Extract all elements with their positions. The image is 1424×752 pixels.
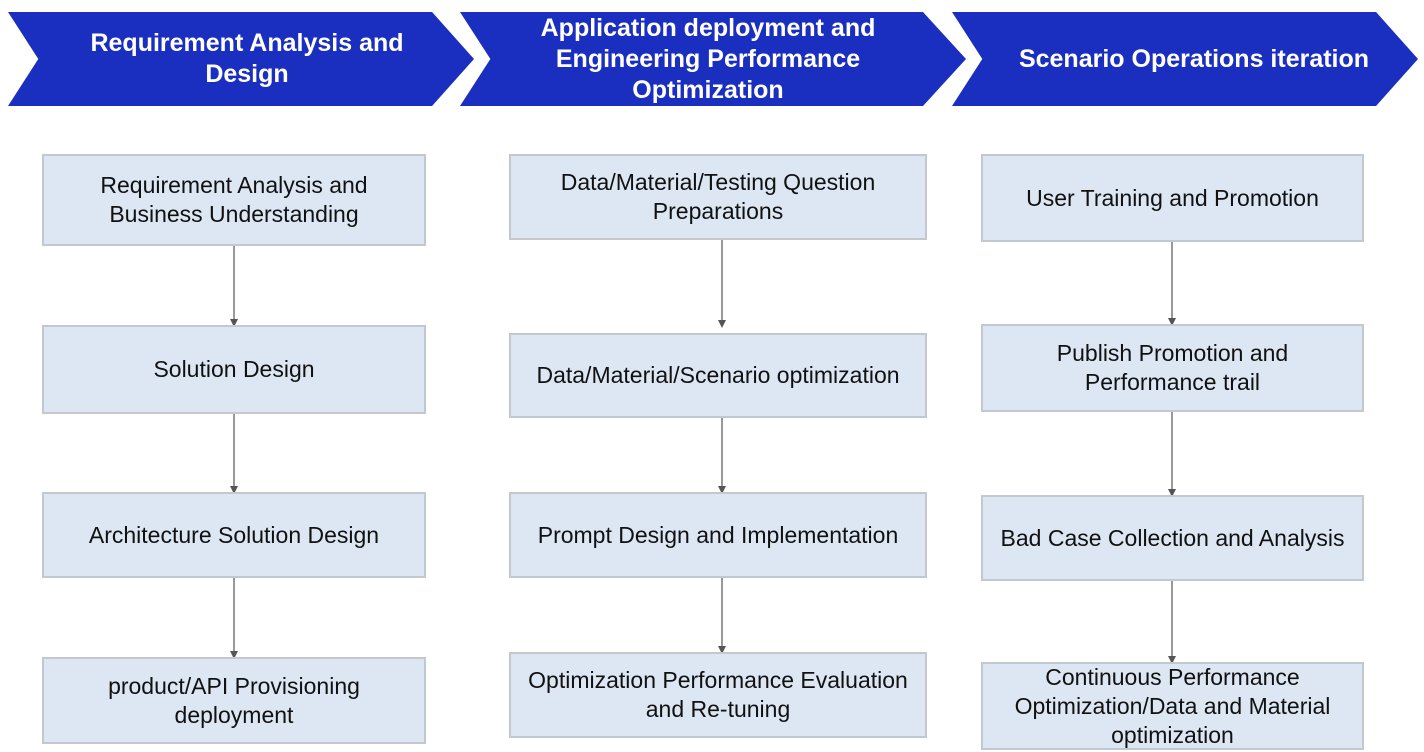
phase-chevron-application-deployment: Application deployment and Engineering P… (460, 12, 966, 106)
step-label: User Training and Promotion (1026, 184, 1319, 211)
step-label: Publish Promotion and Performance trail (1056, 340, 1289, 395)
step-box: User Training and Promotion (981, 154, 1364, 242)
phase-title: Application deployment and Engineering P… (540, 13, 876, 104)
step-label: Prompt Design and Implementation (537, 521, 899, 548)
step-label: Continuous Performance Optimization/Data… (1014, 663, 1331, 748)
step-label: Data/Material/Scenario optimization (536, 362, 900, 388)
step-label: product/API Provisioning deployment (108, 672, 360, 728)
phase-chevron-requirement-analysis: Requirement Analysis and Design (8, 12, 474, 106)
phase-chevron-scenario-operations: Scenario Operations iteration (952, 12, 1418, 106)
step-box: Data/Material/Testing Question Preparati… (509, 154, 927, 240)
step-box: Publish Promotion and Performance trail (981, 324, 1364, 412)
step-box: Prompt Design and Implementation (509, 492, 927, 578)
step-label: Architecture Solution Design (88, 521, 380, 548)
step-box: Continuous Performance Optimization/Data… (981, 662, 1364, 750)
step-box: Optimization Performance Evaluation and … (509, 652, 927, 738)
step-box: product/API Provisioning deployment (42, 657, 426, 744)
phase-title: Scenario Operations iteration (1018, 44, 1370, 73)
step-label: Bad Case Collection and Analysis (1000, 524, 1345, 551)
step-label: Solution Design (153, 356, 315, 382)
step-box: Architecture Solution Design (42, 492, 426, 578)
step-box: Data/Material/Scenario optimization (509, 333, 927, 418)
step-box: Requirement Analysis and Business Unders… (42, 154, 426, 246)
step-label: Optimization Performance Evaluation and … (528, 667, 908, 722)
phase-title: Requirement Analysis and Design (90, 29, 404, 88)
step-box: Solution Design (42, 325, 426, 414)
step-box: Bad Case Collection and Analysis (981, 495, 1364, 581)
step-label: Data/Material/Testing Question Preparati… (560, 169, 876, 224)
step-label: Requirement Analysis and Business Unders… (100, 172, 368, 227)
